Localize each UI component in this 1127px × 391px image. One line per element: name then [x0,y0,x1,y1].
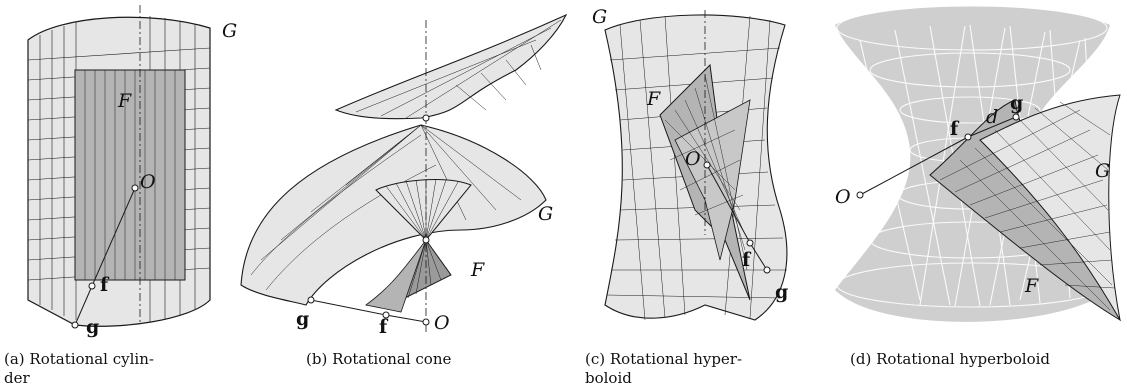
figure-panel-d: G F O d f g (d) Rotational hyperboloid [820,0,1127,391]
label-O: O [835,186,851,208]
label-f: f [742,249,751,271]
caption-b: (b) Rotational cone [306,350,452,368]
point-f [746,239,754,247]
point-f [964,133,972,141]
label-g: g [775,281,789,303]
label-g: g [296,308,310,330]
point-g [1012,113,1020,121]
point-O [856,191,864,199]
point-f [88,282,96,290]
label-G: G [1095,160,1111,182]
label-F: F [1025,275,1039,297]
label-G: G [538,203,554,225]
caption-c: (c) Rotational hyper- boloid [585,350,743,387]
label-g: g [1010,92,1024,114]
label-f: f [379,316,388,338]
hyperboloid-pair-figure [835,5,1122,322]
figure-panel-a: G F O f g (a) Rotational cylin- der [0,0,240,391]
surface-F-upper [375,179,472,241]
point-vertex [422,236,430,244]
label-O: O [685,148,701,170]
label-d: d [986,106,999,128]
point-O [131,184,139,192]
label-f: f [950,118,959,140]
hyperboloid-figure [604,10,788,321]
caption-d: (d) Rotational hyperboloid [850,350,1051,368]
caption-a: (a) Rotational cylin- der [4,350,154,387]
label-F: F [471,259,485,281]
point-O [703,161,711,169]
label-O: O [140,171,156,193]
point-g [763,266,771,274]
cone-figure [240,13,568,335]
figure-panel-c: G F O f g (c) Rotational hyper- boloid [585,0,815,391]
label-g: g [86,316,100,338]
surface-F-mesh [84,70,176,280]
surface-G-lower [240,124,547,306]
surface-F [74,69,186,281]
label-F: F [118,90,132,112]
label-F: F [647,88,661,110]
label-G: G [592,6,608,28]
label-f: f [100,274,109,296]
figure-panel-b: G F O f g (b) Rotational cone [236,0,576,391]
point-g [71,321,79,329]
point-g [307,296,315,304]
cylinder-figure [27,5,211,329]
point-f [382,311,390,319]
label-G: G [222,20,238,42]
point-O [422,318,430,326]
label-O: O [434,312,450,334]
surface-G-upper [334,13,568,120]
